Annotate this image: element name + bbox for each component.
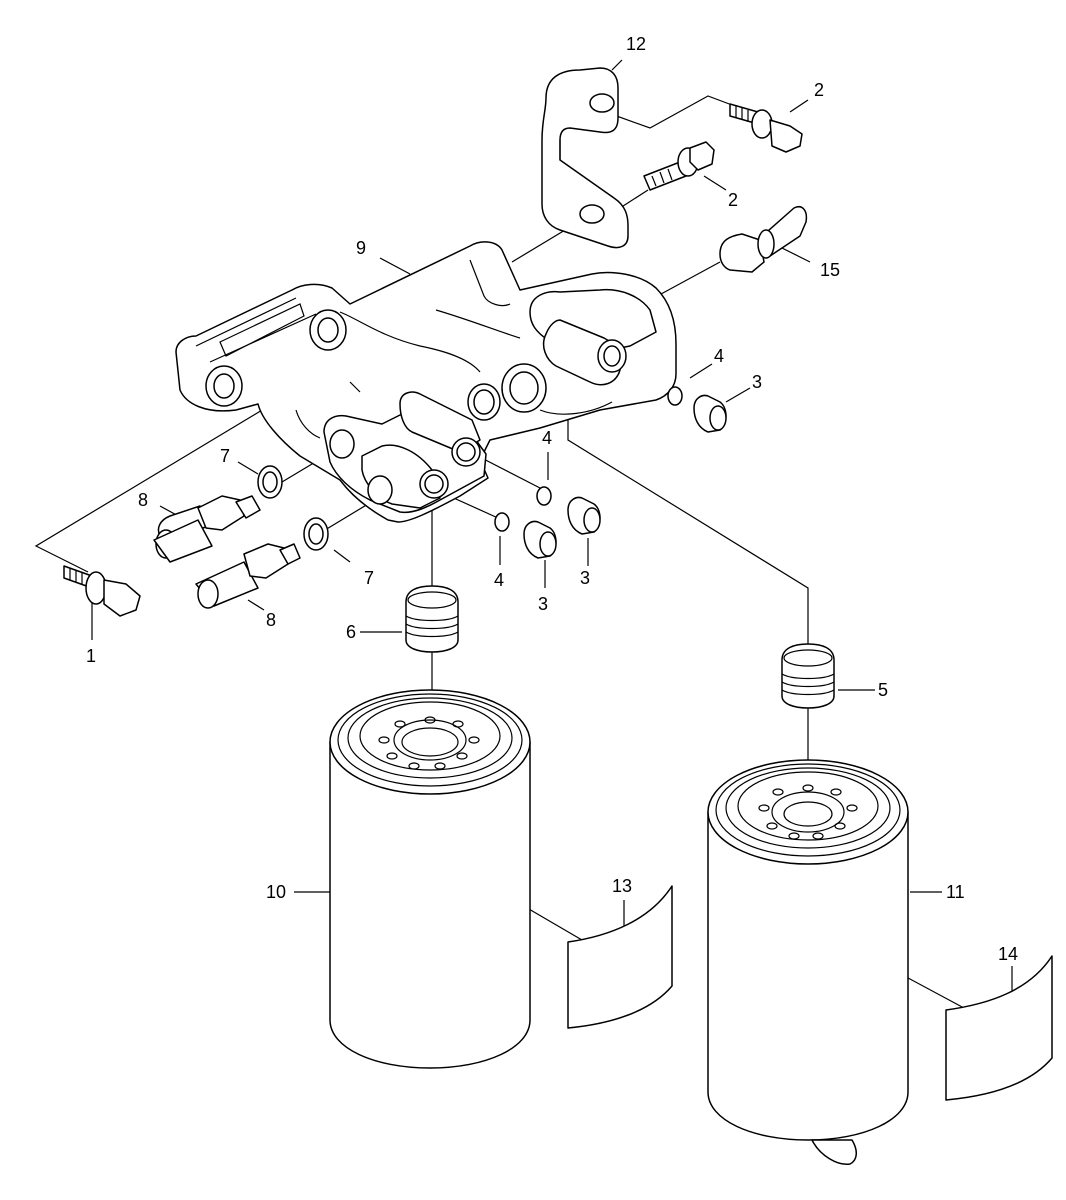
o-rings [257, 386, 683, 551]
callout-8: 8 [138, 490, 148, 510]
bracket [541, 67, 629, 249]
callout-4: 4 [494, 570, 504, 590]
callout-12: 12 [626, 34, 646, 54]
callout-9: 9 [356, 238, 366, 258]
callout-11: 11 [946, 882, 965, 902]
callout-7: 7 [364, 568, 374, 588]
callout-13: 13 [612, 876, 632, 896]
filter-11-holes [758, 784, 858, 840]
adapter-6 [405, 585, 459, 653]
callout-5: 5 [878, 680, 888, 700]
bolt-lower [643, 141, 715, 191]
callout-14: 14 [998, 944, 1018, 964]
plugs [523, 394, 727, 559]
label-sheet-14 [945, 955, 1053, 1101]
filter-canister-11 [707, 759, 909, 1165]
callout-4: 4 [714, 346, 724, 366]
filter-canister-10 [329, 689, 531, 1069]
bolt-upper [729, 103, 803, 153]
adapter-5 [781, 643, 835, 709]
callout-4: 4 [542, 428, 552, 448]
callout-6: 6 [346, 622, 356, 642]
callouts: 1 2 2 3 3 3 4 4 4 5 6 7 7 8 8 9 10 11 12… [86, 34, 1018, 964]
callout-2: 2 [814, 80, 824, 100]
callout-3: 3 [752, 372, 762, 392]
callout-1: 1 [86, 646, 96, 666]
callout-2: 2 [728, 190, 738, 210]
callout-3: 3 [538, 594, 548, 614]
fittings [153, 495, 301, 609]
label-sheet-13 [567, 885, 673, 1029]
callout-15: 15 [820, 260, 840, 280]
callout-10: 10 [266, 882, 286, 902]
sensor [719, 206, 808, 273]
callout-7: 7 [220, 446, 230, 466]
filter-head [175, 241, 677, 523]
callout-3: 3 [580, 568, 590, 588]
filter-10-holes [378, 716, 480, 770]
bolt-left [63, 565, 141, 617]
callout-8: 8 [266, 610, 276, 630]
